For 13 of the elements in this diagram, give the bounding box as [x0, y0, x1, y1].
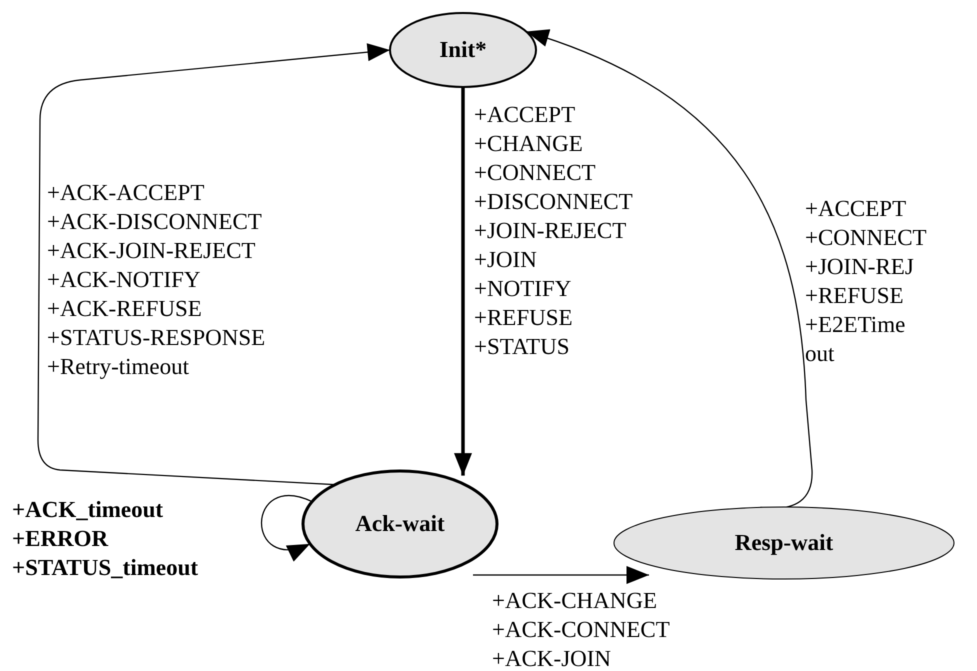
- transition-arrow: [454, 87, 472, 476]
- state-name: Resp-wait: [734, 530, 834, 556]
- edge-label: +ACK_timeout +ERROR +STATUS_timeout: [12, 496, 198, 582]
- transition-arrow: [260, 495, 312, 560]
- edge-label: +ACK-ACCEPT +ACK-DISCONNECT +ACK-JOIN-REJECT +ACK-NOTIFY +ACK-REFUSE +STATUS-RESPONSE +Retry-timeout: [47, 179, 266, 381]
- edge-label: +ACCEPT +CONNECT +JOIN-REJ +REFUSE +E2ETime out: [805, 195, 927, 368]
- state-name: Init*: [439, 37, 487, 63]
- transition-arrow: [37, 43, 390, 486]
- edge-label: +ACCEPT +CHANGE +CONNECT +DISCONNECT +JOIN-REJECT +JOIN +NOTIFY +REFUSE +STATUS: [474, 101, 633, 361]
- state-name: Ack-wait: [355, 511, 445, 537]
- transition-arrow: [526, 30, 813, 509]
- edge-label: +ACK-CHANGE +ACK-CONNECT +ACK-JOIN: [492, 587, 670, 671]
- transition-arrow: [473, 566, 649, 584]
